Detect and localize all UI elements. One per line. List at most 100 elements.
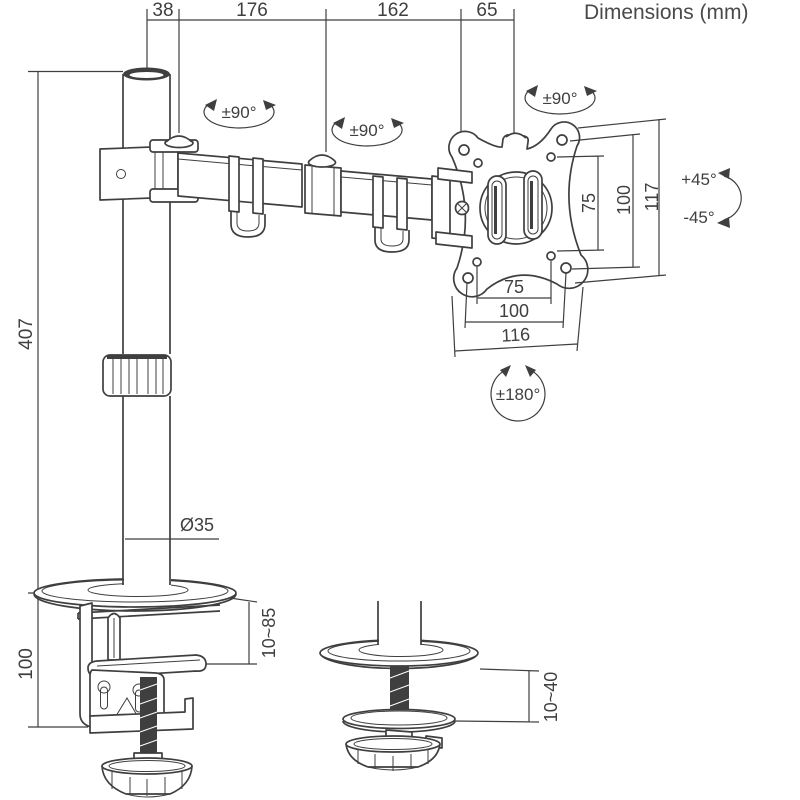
pin-detail [111,613,117,658]
dim-head-offset: 65 [476,0,497,21]
dimension-lines [206,597,258,665]
cable-hook-outer [374,227,410,253]
grommet-mount-assembly [319,601,479,771]
corner-hole [462,272,474,284]
knob-ribs [111,772,183,798]
left-dimension-chain: 407 100 [16,70,123,728]
tilt-arc [723,175,742,221]
corner-hole [556,134,568,146]
tilt-arrowhead [718,168,730,179]
rotation-callout-joint-mid: ±90° [331,117,404,147]
dim-vesa-v-75: 75 [579,193,599,213]
dim-clamp-height: 100 [16,648,37,680]
inner-hole [473,158,483,168]
rotation-arc [203,103,275,129]
dim-vesa-h-75: 75 [504,277,524,297]
arm-assembly [99,135,433,253]
pole-top-cap-inner [129,72,164,78]
pole [102,67,172,585]
screw-thread-hatch [389,670,410,707]
dim-pole-offset: 38 [152,0,173,21]
dim-clamp-range: 10~85 [259,608,279,659]
hinge-tab-bottom [435,231,473,249]
dim-vesa-plate-height: 117 [642,183,662,212]
rotation-label: ±90° [349,121,384,140]
grommet-knob-ribs [357,750,429,771]
dim-116-lines [451,286,584,358]
corner-hole [560,262,572,274]
stub-mask [379,628,421,646]
beam-2-top-face [340,176,433,186]
plate-top-bolt-dome [505,132,527,139]
dim-pole-height: 407 [16,318,37,350]
dim-75-lines [476,261,552,304]
rotation-arc [490,368,546,422]
beam-1-top-face [177,158,303,171]
keyhole-slot [100,686,108,710]
dim-arm-segment-2: 162 [377,0,409,21]
cable-hook-inner [380,227,404,247]
dim-100-lines [464,272,567,329]
pole-mask [124,560,171,586]
tilt-arrowhead [717,217,730,228]
rotation-arrowhead [205,99,217,111]
grommet-range-dimension: 10~40 [453,668,561,723]
plate-center-boss-inner [484,176,548,240]
mid-joint-block [304,164,342,217]
vesa-slot-inner [527,175,539,235]
rotation-label: ±90° [221,103,256,122]
top-dimension-chain: 38 176 162 65 [146,0,515,169]
keyhole-slot [97,680,111,694]
vesa-slot-shadow [494,186,497,234]
cable-hook-outer [230,211,266,238]
grommet-knob-rim-inner [353,738,433,750]
cable-hook-inner [236,211,260,232]
pole-diameter-callout: Ø35 [125,515,219,540]
hook-clamp-strip [396,177,408,231]
mid-joint-detail [311,165,335,216]
inner-hole [546,152,556,162]
rotation-arrowhead [333,117,345,129]
rotation-label: ±90° [542,89,577,108]
rotation-arc [524,89,596,115]
dim-vesa-v-100: 100 [614,185,634,215]
grommet-lower-plate [342,708,456,730]
joint1-bolt-dome [165,135,193,143]
dim-vesa-h-100: 100 [499,301,529,321]
rotation-arrowhead [391,118,404,128]
dimension-lines [453,668,540,723]
rotation-label: ±180° [496,385,541,404]
page-title: Dimensions (mm) [584,1,749,24]
dim-arm-segment-1: 176 [236,0,268,21]
rotation-arrowhead [584,86,597,96]
inner-hole [546,251,556,261]
dim-grommet-range: 10~40 [541,672,561,723]
rotation-arrowhead [500,365,511,377]
rotation-arrowhead [263,100,276,110]
dim-vesa-plate-width: 116 [501,324,531,345]
desk-clamp-assembly [77,602,221,798]
corner-hole [458,144,470,156]
rotation-arc [331,121,403,147]
pole-stub [377,601,422,645]
dim-pole-diameter: Ø35 [180,515,214,535]
clamp-range-dimension: 10~85 [206,597,279,665]
rotation-callout-joint-pole: ±90° [203,99,276,129]
tilt-up-label: +45° [681,170,717,189]
screw-thread-hatch [139,683,158,747]
grommet-lower-plate-inner [350,710,448,726]
dim-100-lines [569,133,641,270]
hinge-tab-top [437,167,473,184]
hinge-screw-cross [457,203,467,213]
vesa-vertical-dimensions: 75 100 117 [556,118,667,284]
joint2-bolt-dome [308,154,336,162]
hook-clamp-strip [372,175,384,229]
knob-rim-inner [108,760,186,772]
bracket-hole [116,169,126,179]
tilt-callout: +45° -45° [681,168,742,228]
dimension-ticks [146,9,515,31]
hook-clamp-strip [252,157,264,215]
clamp-top-arm [77,604,221,620]
tilt-down-label: -45° [683,208,714,227]
